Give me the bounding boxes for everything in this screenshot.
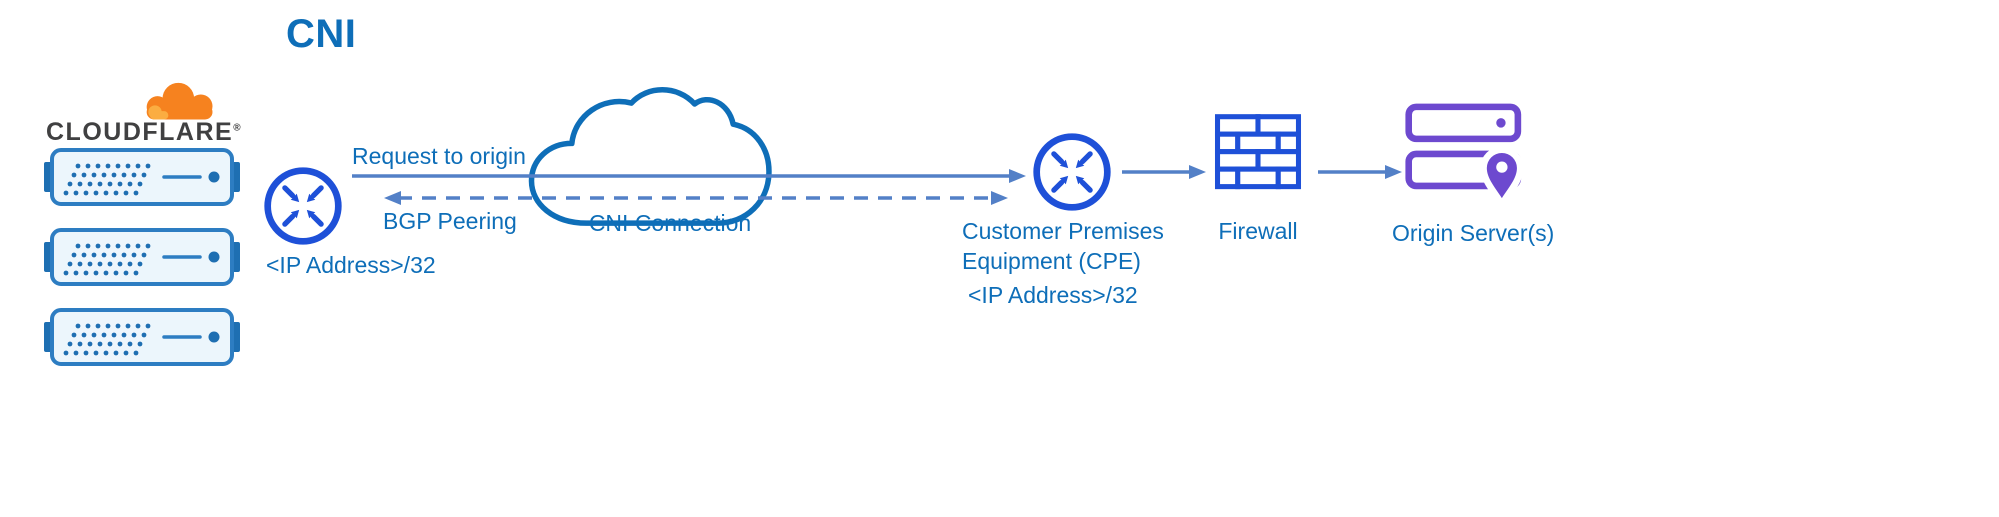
edge-router-icon xyxy=(261,164,345,248)
edge-server-icon xyxy=(42,306,242,368)
cpe-router-icon xyxy=(1030,130,1114,214)
cloudflare-wordmark: CLOUDFLARE® xyxy=(46,118,242,147)
cni-cloud-icon xyxy=(528,87,772,226)
arrowhead-right-icon xyxy=(1385,165,1402,179)
cloudflare-wordmark-text: CLOUDFLARE xyxy=(46,118,234,146)
cloudflare-cloud-icon xyxy=(146,82,213,120)
diagram-title: CNI xyxy=(286,12,357,56)
firewall-label: Firewall xyxy=(1218,218,1298,244)
request-to-origin-label: Request to origin xyxy=(352,143,526,169)
arrowhead-right-icon xyxy=(991,191,1008,205)
edge-router-ip-label: <IP Address>/32 xyxy=(266,252,436,278)
cpe-label-line2: Equipment (CPE) xyxy=(962,248,1141,274)
cloudflare-logo: CLOUDFLARE® xyxy=(40,74,280,150)
firewall-icon xyxy=(1214,114,1302,190)
firewall-to-origin-arrow xyxy=(1318,165,1402,179)
cpe-ip-label: <IP Address>/32 xyxy=(968,282,1138,308)
origin-servers-icon xyxy=(1405,103,1524,205)
cpe-to-firewall-arrow xyxy=(1122,165,1206,179)
cpe-label-line1: Customer Premises xyxy=(962,218,1164,244)
location-pin-icon xyxy=(1480,146,1524,205)
cni-connection-label: CNI Connection xyxy=(588,210,752,236)
arrowhead-right-icon xyxy=(1009,169,1026,183)
trademark-symbol: ® xyxy=(233,122,243,134)
arrowhead-left-icon xyxy=(384,191,401,205)
cpe-label: Customer Premises Equipment (CPE) xyxy=(962,216,1164,276)
bgp-peering-label: BGP Peering xyxy=(383,208,517,234)
edge-server-icon xyxy=(42,146,242,208)
arrowhead-right-icon xyxy=(1189,165,1206,179)
edge-server-icon xyxy=(42,226,242,288)
origin-servers-label: Origin Server(s) xyxy=(1392,220,1555,246)
